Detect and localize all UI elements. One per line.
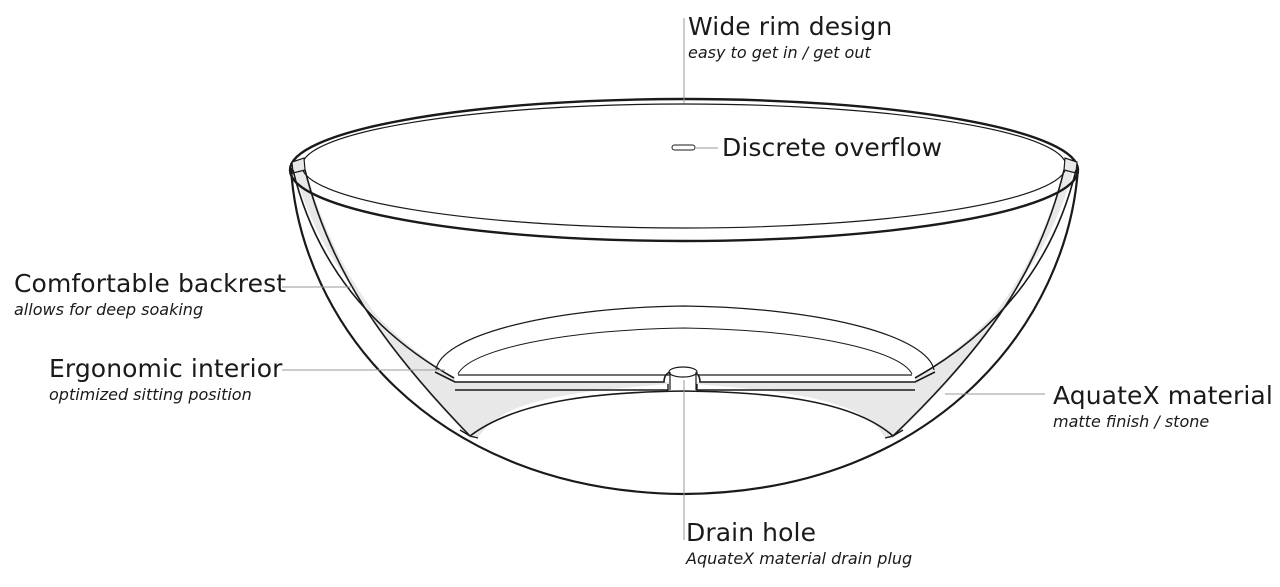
callout-subtitle: matte finish / stone <box>1053 411 1273 433</box>
seat-recess-outer <box>436 306 934 370</box>
callout-title: Comfortable backrest <box>14 269 286 299</box>
callout-backrest: Comfortable backrest allows for deep soa… <box>14 269 286 321</box>
callout-material: AquateX material matte finish / stone <box>1053 381 1273 433</box>
outer-rim <box>290 99 1078 241</box>
callout-subtitle: AquateX material drain plug <box>686 548 912 570</box>
callout-title: Discrete overflow <box>722 133 942 163</box>
callout-title: Drain hole <box>686 518 912 548</box>
callout-subtitle: easy to get in / get out <box>688 42 892 64</box>
inner-rim <box>302 104 1066 228</box>
callout-subtitle: optimized sitting position <box>49 384 283 406</box>
floor-top-left <box>435 372 672 382</box>
callout-drain: Drain hole AquateX material drain plug <box>686 518 912 570</box>
callout-title: AquateX material <box>1053 381 1273 411</box>
overflow-slot <box>672 145 695 150</box>
drain-hole <box>669 367 697 377</box>
callout-interior: Ergonomic interior optimized sitting pos… <box>49 354 283 406</box>
callout-title: Ergonomic interior <box>49 354 283 384</box>
callout-title: Wide rim design <box>688 12 892 42</box>
callout-wide-rim: Wide rim design easy to get in / get out <box>688 12 892 64</box>
callout-overflow: Discrete overflow <box>722 133 942 163</box>
floor-top-right <box>692 372 935 382</box>
callout-subtitle: allows for deep soaking <box>14 299 286 321</box>
